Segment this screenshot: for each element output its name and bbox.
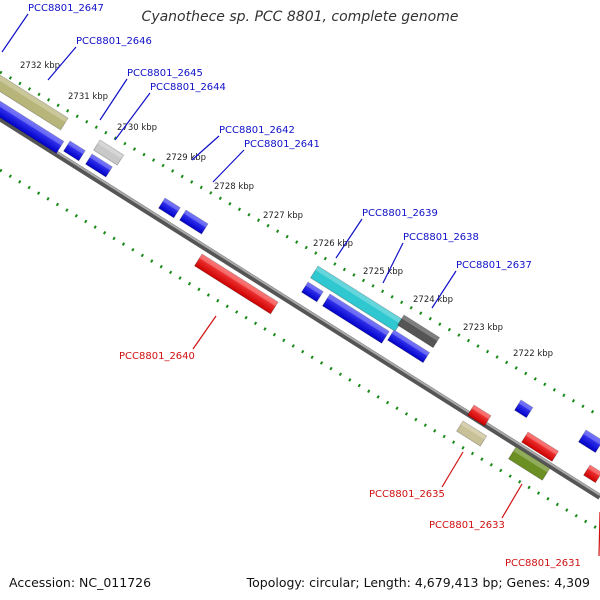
gene-leader-line <box>192 315 217 350</box>
gene-label-forward[interactable]: PCC8801_2641 <box>244 139 320 150</box>
gene-label-forward[interactable]: PCC8801_2645 <box>127 68 203 79</box>
scale-track-outer <box>0 70 600 418</box>
gene-label-forward[interactable]: PCC8801_2647 <box>28 3 104 14</box>
scale-tick-label: 2724 kbp <box>413 295 453 305</box>
scale-tick-label: 2728 kbp <box>214 182 254 192</box>
gene-leader-line <box>47 46 77 81</box>
scale-tick-label: 2727 kbp <box>263 211 303 221</box>
scale-tick-label: 2723 kbp <box>463 323 503 333</box>
gene-bar[interactable] <box>158 197 181 219</box>
gene-leader-line <box>99 78 128 121</box>
genome-summary: Topology: circular; Length: 4,679,413 bp… <box>246 575 590 590</box>
accession-label: Accession: NC_011726 <box>9 575 152 590</box>
gene-label-reverse[interactable]: PCC8801_2640 <box>119 351 195 362</box>
scale-tick-label: 2726 kbp <box>313 239 353 249</box>
gene-label-forward[interactable]: PCC8801_2642 <box>219 125 295 136</box>
gene-bar[interactable] <box>507 446 551 481</box>
gene-label-reverse[interactable]: PCC8801_2631 <box>505 558 581 569</box>
gene-leader-line <box>191 135 220 161</box>
gene-bar[interactable] <box>521 431 559 462</box>
gene-bar[interactable] <box>467 404 492 427</box>
gene-bar[interactable] <box>0 95 65 154</box>
gene-label-forward[interactable]: PCC8801_2646 <box>76 36 152 47</box>
gene-label-reverse[interactable]: PCC8801_2633 <box>429 520 505 531</box>
gene-label-reverse[interactable]: PCC8801_2635 <box>369 489 445 500</box>
gene-leader-line <box>501 483 523 519</box>
gene-bar[interactable] <box>0 69 69 131</box>
map-title: Cyanothece sp. PCC 8801, complete genome <box>141 9 459 25</box>
gene-label-forward[interactable]: PCC8801_2638 <box>403 232 479 243</box>
gene-leader-line <box>335 218 363 259</box>
genome-backbone <box>0 114 600 500</box>
scale-tick-label: 2729 kbp <box>166 153 206 163</box>
gene-bar[interactable] <box>583 464 600 484</box>
gene-leader-line <box>431 270 457 309</box>
gene-bar[interactable] <box>577 429 600 454</box>
scale-tick-label: 2732 kbp <box>20 61 60 71</box>
gene-leader-line <box>114 92 151 141</box>
gene-label-forward[interactable]: PCC8801_2639 <box>362 208 438 219</box>
gene-leader-line <box>1 13 29 53</box>
gene-leader-line <box>382 242 404 284</box>
gene-bar[interactable] <box>179 209 209 235</box>
gene-bar[interactable] <box>321 293 390 344</box>
gene-label-forward[interactable]: PCC8801_2644 <box>150 82 226 93</box>
scale-track-inner <box>0 168 600 532</box>
gene-bar[interactable] <box>301 281 324 303</box>
scale-labels: 2732 kbp 2731 kbp 2730 kbp 2729 kbp 2728 kbp… <box>20 61 553 359</box>
scale-tick-label: 2725 kbp <box>363 267 403 277</box>
gene-label-forward[interactable]: PCC8801_2637 <box>456 260 532 271</box>
gene-leader-line <box>212 149 245 183</box>
scale-tick-label: 2731 kbp <box>68 92 108 102</box>
gene-bar[interactable] <box>397 314 441 349</box>
gene-features[interactable] <box>0 69 600 484</box>
gene-bar[interactable] <box>85 153 113 178</box>
gene-labels: PCC8801_2647PCC8801_2646PCC8801_2645PCC8… <box>1 3 600 569</box>
gene-bar[interactable] <box>193 253 279 315</box>
gene-leader-line <box>441 451 464 488</box>
gene-bar[interactable] <box>63 140 86 162</box>
scale-tick-label: 2722 kbp <box>513 349 553 359</box>
gene-bar[interactable] <box>387 329 431 364</box>
gene-bar[interactable] <box>93 139 125 166</box>
gene-bar[interactable] <box>456 420 488 447</box>
scale-tick-label: 2730 kbp <box>117 123 157 133</box>
gene-bar[interactable] <box>514 399 534 419</box>
